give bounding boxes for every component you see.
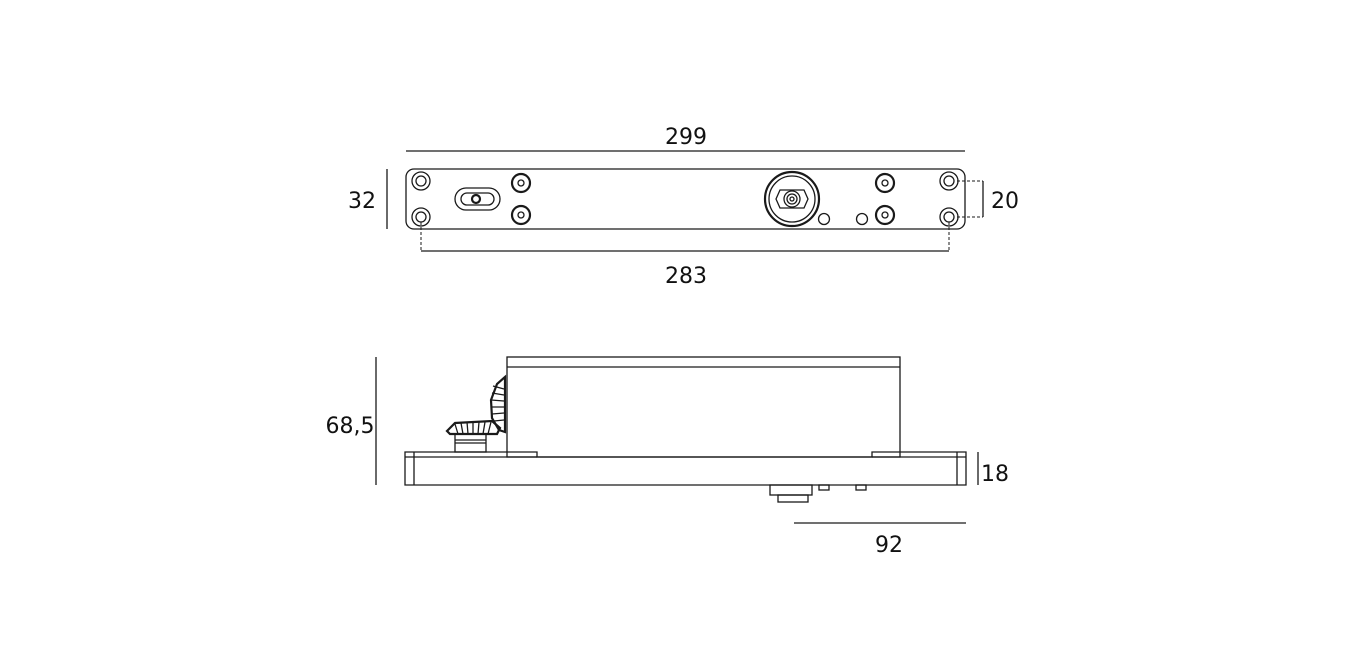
- small-hole: [855, 212, 869, 226]
- dim-label-height: 68,5: [326, 414, 375, 439]
- adjustment-slot: [454, 187, 501, 211]
- housing: [506, 356, 901, 458]
- top-plate-outline: [405, 168, 966, 230]
- spindle-bottom: [769, 484, 867, 503]
- small-hole: [817, 212, 831, 226]
- dim-label-width: 32: [348, 189, 376, 214]
- top-view: [405, 168, 966, 230]
- mounting-holes: [510, 172, 896, 226]
- dim-label-hole-length: 283: [665, 264, 707, 289]
- spindle: [763, 170, 821, 228]
- side-view: [404, 356, 967, 503]
- dim-label-base-height: 18: [981, 462, 1009, 487]
- dim-label-hole-width: 20: [991, 189, 1019, 214]
- base-plate: [404, 451, 967, 486]
- dim-label-length: 299: [665, 125, 707, 150]
- dim-label-pivot-offset: 92: [875, 533, 903, 558]
- bevel-gear: [445, 374, 507, 453]
